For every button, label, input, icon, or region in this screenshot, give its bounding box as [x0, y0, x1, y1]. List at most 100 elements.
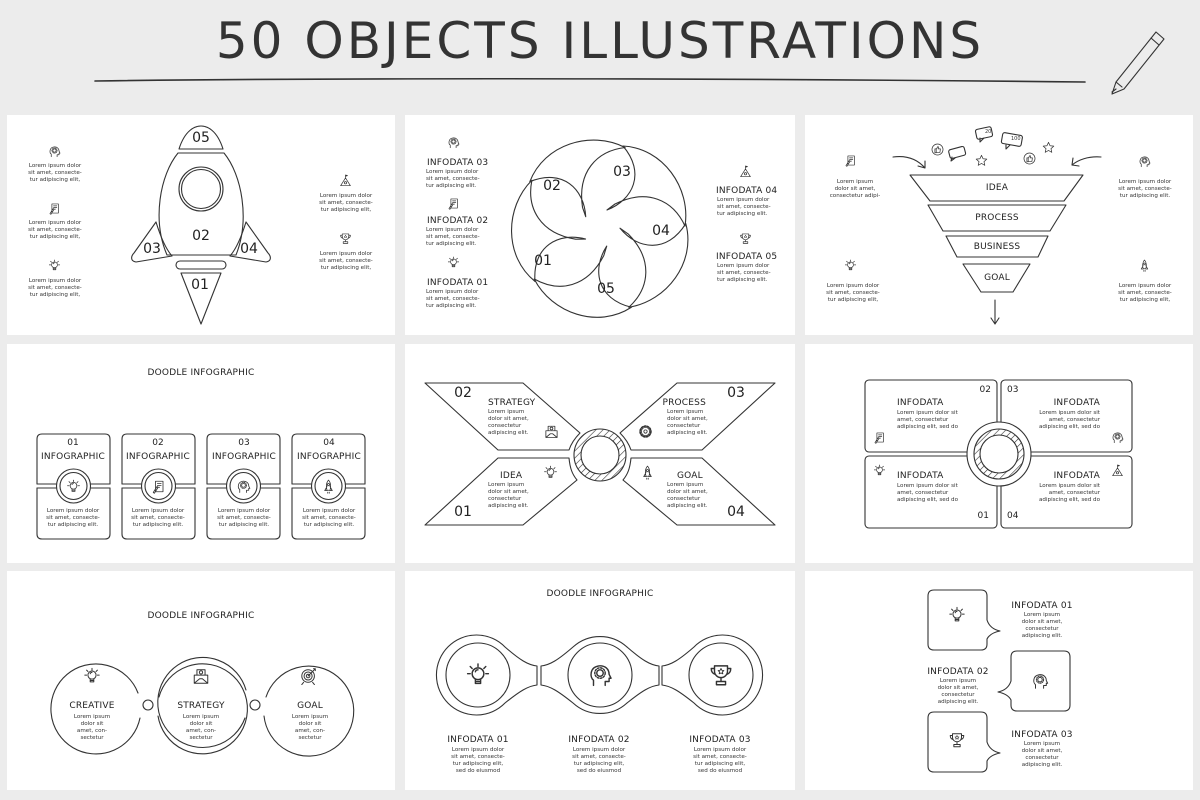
spiral-blade [606, 145, 687, 227]
link-circle [142, 699, 154, 711]
bubble-text: Lorem ipsum dolor sit amet, consectetur … [1021, 741, 1063, 768]
funnel-diagram [844, 126, 1151, 325]
quad-box [864, 455, 998, 529]
bowtie-text: Lorem ipsum dolor sit amet, consectetur … [667, 409, 708, 436]
chain-title: INFODATA 02 [568, 735, 630, 745]
card-number: 02 [152, 438, 164, 448]
chain-outline [435, 634, 538, 716]
spiral-item-title: INFODATA 05 [716, 252, 778, 262]
quad-text: Lorem ipsum dolor sit amet, consectetur … [897, 410, 959, 430]
speech-bubble [927, 711, 1001, 773]
spiral-segment-05: 05 [597, 281, 615, 297]
funnel-note: Lorem ipsum dolor sit amet, consectetur … [829, 179, 881, 199]
speech-bubble [997, 650, 1071, 712]
rocket-window [178, 166, 224, 212]
speech-bubble [927, 589, 1001, 651]
quad-box [1000, 379, 1133, 453]
bowtie-wing-bottom-right [622, 457, 776, 526]
bowtie-title: STRATEGY [488, 398, 536, 408]
funnel-stage-label: BUSINESS [973, 242, 1021, 252]
pencil-icon [1111, 31, 1165, 95]
card-number: 03 [238, 438, 250, 448]
funnel-note: Lorem ipsum dolor sit amet, consecte- tu… [826, 283, 880, 303]
funnel-note: Lorem ipsum dolor sit amet, consecte- tu… [1118, 283, 1172, 303]
spiral-item-title: INFODATA 04 [716, 186, 778, 196]
bowtie-number: 04 [727, 504, 745, 520]
circle-frame [50, 663, 141, 755]
spiral-item-text: Lorem ipsum dolor sit amet, consecte- tu… [717, 197, 771, 217]
link-circle [249, 699, 261, 711]
bowtie-center-hole [580, 435, 620, 475]
circle-label: CREATIVE [69, 701, 115, 711]
curved-arrow-left [892, 156, 926, 169]
circle-text: Lorem ipsum dolor sit amet, con- sectetu… [182, 714, 220, 741]
like-count-badge: 100 [1011, 136, 1021, 142]
rocket-fin-left [131, 221, 173, 263]
section-title: DOODLE INFOGRAPHIC [147, 611, 255, 621]
rocket-note: Lorem ipsum dolor sit amet, consecte- tu… [319, 251, 373, 271]
card [36, 433, 111, 540]
spiral-blade [529, 139, 626, 218]
rocket-part-04: 04 [240, 241, 258, 257]
card-text: Lorem ipsum dolor sit amet, consecte- tu… [46, 508, 100, 528]
like-bubble-icon [1000, 132, 1023, 150]
circle-label: GOAL [297, 701, 323, 711]
quad-box [1000, 455, 1133, 529]
rocket-window-inner [180, 168, 222, 210]
section-title: DOODLE INFOGRAPHIC [147, 368, 255, 378]
funnel-note: Lorem ipsum dolor sit amet, consecte- tu… [1118, 179, 1172, 199]
arrow-down-icon [990, 299, 1000, 325]
rocket-fin-right [229, 221, 271, 263]
bowtie-wing-top-right [619, 382, 776, 451]
card [206, 433, 281, 540]
card [121, 433, 196, 540]
bubble-title: INFODATA 01 [1011, 601, 1073, 611]
bubble-title: INFODATA 03 [1011, 730, 1073, 740]
bowtie-text: Lorem ipsum dolor sit amet, consectetur … [488, 482, 529, 509]
bowtie-number: 03 [727, 385, 745, 401]
card-label: INFOGRAPHIC [125, 452, 191, 462]
chain-title: INFODATA 01 [447, 735, 509, 745]
quad-title: INFODATA [1053, 471, 1100, 481]
bubble-text: Lorem ipsum dolor sit amet, consectetur … [937, 678, 979, 705]
spiral-diagram [510, 139, 689, 318]
bowtie-wing-top-left [424, 382, 581, 451]
like-count-badge: 20 [985, 129, 992, 135]
quad-number: 03 [1007, 385, 1019, 395]
quad-number: 01 [977, 511, 989, 521]
quad-diagram [864, 379, 1133, 529]
rocket-flame [180, 272, 222, 325]
spiral-blade [533, 245, 632, 318]
card-number: 04 [323, 438, 335, 448]
card-text: Lorem ipsum dolor sit amet, consecte- tu… [217, 508, 271, 528]
bubbles-diagram [927, 589, 1071, 773]
quad-box [864, 379, 998, 453]
funnel-stage-idea [909, 174, 1084, 202]
rocket-nose [178, 125, 224, 150]
rocket-part-05: 05 [192, 130, 210, 146]
quad-title: INFODATA [897, 398, 944, 408]
circle-text: Lorem ipsum dolor sit amet, con- sectetu… [73, 714, 111, 741]
chain-outline [626, 646, 660, 704]
bowtie-text: Lorem ipsum dolor sit amet, consectetur … [667, 482, 708, 509]
funnel-stage-label: IDEA [985, 183, 1009, 193]
chain-text: Lorem ipsum dolor sit amet, consecte- tu… [572, 747, 626, 774]
card-label: INFOGRAPHIC [211, 452, 277, 462]
spiral-item-text: Lorem ipsum dolor sit amet, consecte- tu… [426, 169, 480, 189]
rocket-note: Lorem ipsum dolor sit amet, consecte- tu… [28, 278, 82, 298]
quad-number: 02 [979, 385, 991, 395]
quad-text: Lorem ipsum dolor sit amet, consectetur … [897, 483, 959, 503]
bubble-text: Lorem ipsum dolor sit amet, consectetur … [1021, 612, 1063, 639]
spiral-item-text: Lorem ipsum dolor sit amet, consecte- tu… [426, 227, 480, 247]
chat-bubble-icon [948, 145, 967, 162]
bubble-title: INFODATA 02 [927, 667, 989, 677]
rocket-diagram [48, 125, 351, 325]
title-underline [94, 77, 1086, 83]
bowtie-title: IDEA [500, 471, 523, 481]
spiral-item-text: Lorem ipsum dolor sit amet, consecte- tu… [717, 263, 771, 283]
funnel-stage-label: PROCESS [975, 213, 1019, 223]
bowtie-diagram [424, 382, 776, 526]
rocket-part-02: 02 [192, 228, 210, 244]
curved-arrow-right [1071, 156, 1102, 167]
